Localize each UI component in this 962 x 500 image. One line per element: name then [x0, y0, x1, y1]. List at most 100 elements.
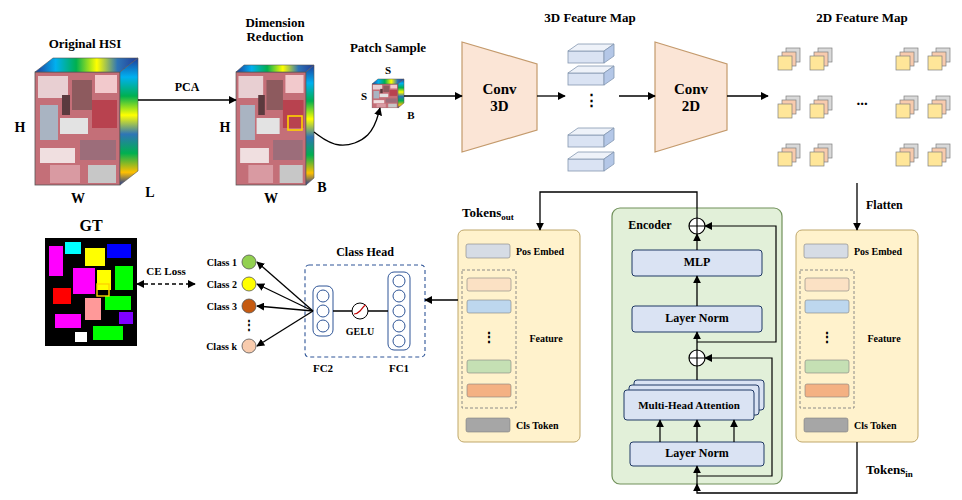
connector — [137, 283, 195, 284]
patch-marker — [288, 116, 302, 130]
attention-box-outline — [624, 380, 764, 420]
ellipsis: ... — [856, 92, 867, 109]
neurons — [317, 275, 405, 347]
node-label: Original HSI — [49, 37, 122, 51]
node-label: FC2 — [313, 362, 333, 374]
feature-stacks — [778, 48, 950, 166]
token-panel: FeaturePos EmbedCls Token — [458, 230, 580, 442]
connector — [257, 262, 313, 311]
dimension-label: S — [385, 64, 391, 76]
token-bar-outline — [466, 418, 510, 432]
node-label: Pos Embed — [854, 246, 902, 257]
connector — [425, 299, 458, 300]
patch-cube: Patch Sample — [372, 79, 404, 108]
token-bar-shape — [804, 418, 848, 432]
edge-label: PCA — [175, 81, 200, 94]
node-label: Conv 2D — [665, 81, 717, 114]
edge-label: CE Loss — [146, 265, 185, 277]
connector — [540, 192, 697, 230]
conv-block: Conv 2D — [655, 42, 727, 152]
class-dot — [242, 277, 256, 291]
conv-shape — [655, 42, 727, 152]
token-bar: Cls Token — [804, 416, 914, 434]
process-box-outline — [630, 442, 764, 466]
box-shape — [624, 390, 754, 420]
token-panel-outline — [796, 230, 918, 442]
dimension-label: W — [71, 191, 85, 206]
token-bar-shape — [466, 244, 510, 258]
conv-block: Conv 3D — [462, 42, 537, 152]
ellipsis: ⋮ — [243, 319, 255, 332]
token-bar-outline — [804, 418, 848, 432]
node-label: Feature — [867, 333, 900, 344]
feature-tokens — [800, 270, 854, 408]
encoder-shape — [612, 208, 782, 484]
token-subscript: in — [905, 470, 913, 480]
node-label: Multi-Head Attention — [638, 399, 740, 411]
connector — [257, 306, 313, 311]
node-label: Encoder — [628, 219, 671, 232]
node-label: Class 2 — [207, 279, 237, 290]
node-label: Class Head — [336, 246, 394, 259]
patch-front — [372, 84, 398, 108]
panel-shape — [796, 230, 918, 442]
process-box-outline — [632, 250, 762, 276]
dimension-label: W — [264, 191, 278, 206]
class-node: Class 2 — [195, 276, 257, 292]
token-bar: Pos Embed — [804, 242, 914, 260]
fc-layer: FC1 — [388, 272, 410, 350]
add-symbol — [689, 350, 705, 366]
process-box: Layer Norm — [630, 442, 764, 466]
node-label: MLP — [684, 256, 711, 269]
connector — [727, 95, 768, 96]
dimension-label: B — [407, 109, 414, 121]
node-label: Pos Embed — [516, 246, 564, 257]
node-label: Patch Sample — [350, 41, 426, 55]
cube-side — [306, 65, 314, 185]
class-node-outline — [242, 299, 256, 313]
node-label: Layer Norm — [665, 312, 728, 325]
dimension-label: L — [145, 185, 154, 200]
conv-block-outline — [462, 42, 537, 152]
fc-shape — [313, 286, 333, 336]
token-bar-shape — [804, 244, 848, 258]
cube-side — [120, 58, 138, 185]
panel-shape — [458, 230, 580, 442]
token-bar-outline — [804, 244, 848, 258]
class-head: Class HeadFC1FC2 — [305, 265, 425, 357]
box-shape — [632, 250, 762, 276]
reduced-front — [236, 72, 306, 185]
fc-layer-outline — [313, 286, 333, 336]
node-label: Dimension Reduction — [233, 16, 317, 45]
feature-map: 3D Feature Map — [565, 35, 619, 185]
dashed-box — [305, 265, 425, 357]
conv-block-outline — [655, 42, 727, 152]
ellipsis: ⋮ — [584, 92, 599, 109]
class-node: Class 3 — [195, 298, 257, 314]
token-bar: Cls Token — [466, 416, 576, 434]
token-panel: Feature Pos EmbedCls Token — [796, 230, 918, 442]
activation-symbol — [352, 303, 368, 319]
node-label: 2D Feature Map — [816, 11, 907, 25]
connector — [696, 276, 697, 306]
class-node-outline — [242, 277, 256, 291]
class-head-outline — [305, 265, 425, 357]
dimension-label: S — [361, 90, 367, 102]
class-dot — [242, 299, 256, 313]
connector — [138, 99, 236, 100]
box-shape — [632, 306, 762, 332]
feature-slabs — [568, 44, 614, 171]
node-label: Conv 3D — [474, 81, 526, 114]
connector — [619, 95, 655, 96]
hsi-front — [35, 72, 120, 185]
connector — [696, 420, 697, 442]
fc-layer-outline — [388, 272, 410, 350]
node-label: FC1 — [389, 362, 409, 374]
token-bar: Pos Embed — [466, 242, 576, 260]
token-bar-outline — [466, 244, 510, 258]
conv-shape — [462, 42, 537, 152]
process-box-outline — [632, 306, 762, 332]
fc-layer: FC2 — [313, 286, 333, 336]
